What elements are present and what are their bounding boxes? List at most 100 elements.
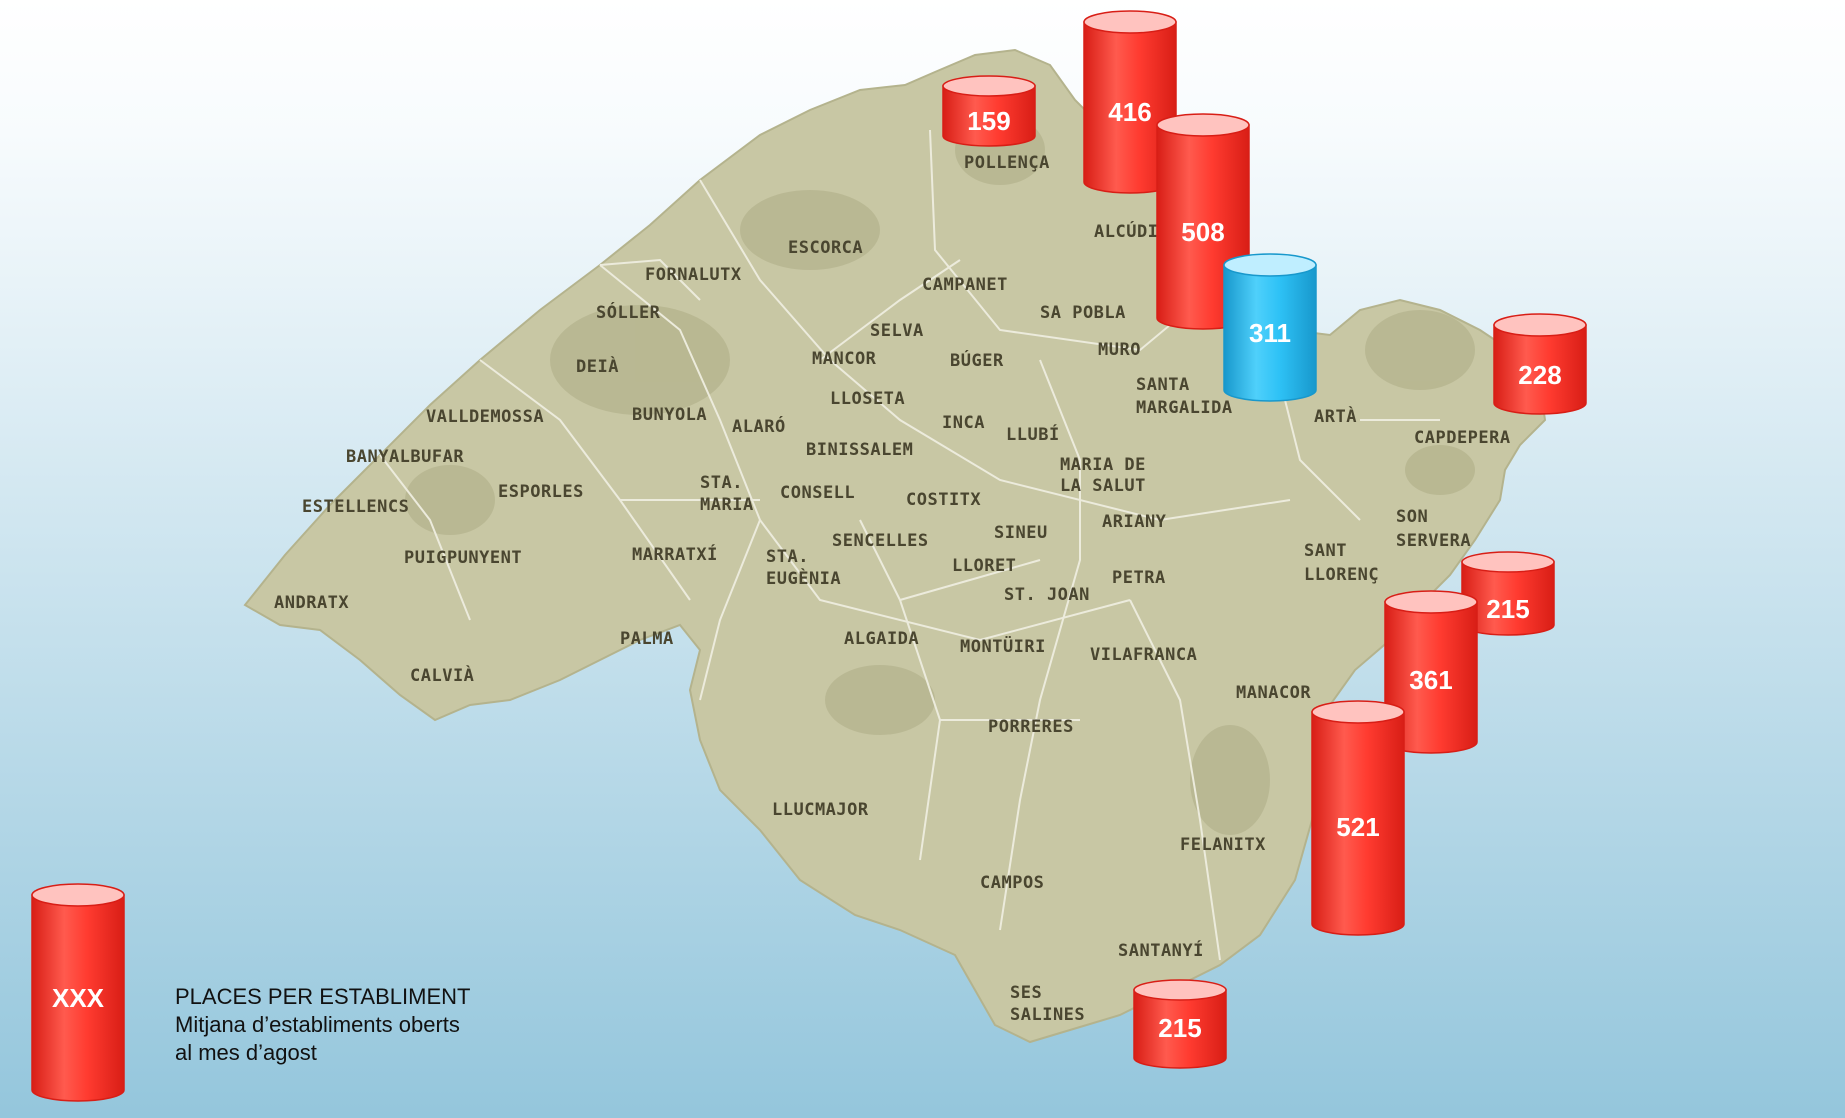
cylinder-marker-8-value: 521 (1336, 812, 1379, 842)
label-selva: SELVA (870, 321, 924, 341)
label-servera: SERVERA (1396, 531, 1471, 551)
cylinder-marker-8-body (1311, 711, 1405, 936)
legend-title: PLACES PER ESTABLIMENT (175, 984, 471, 1009)
label-st-joan: ST. JOAN (1004, 585, 1090, 605)
label-lloret: LLORET (952, 556, 1016, 576)
label-marratxi: MARRATXÍ (632, 543, 718, 565)
cylinder-marker-6-value: 215 (1486, 594, 1529, 624)
cylinder-marker-1: 416 (1083, 10, 1177, 194)
label-bunyola: BUNYOLA (632, 405, 707, 425)
label-salines: SALINES (1010, 1005, 1085, 1025)
cylinder-marker-4-value: 311 (1249, 318, 1291, 348)
label-llorenc: LLORENÇ (1304, 565, 1379, 585)
legend-line-1: Mitjana d’establiments oberts (175, 1012, 460, 1037)
label-santanyi: SANTANYÍ (1118, 939, 1204, 961)
label-alaro: ALARÓ (732, 415, 786, 437)
label-buger: BÚGER (950, 349, 1004, 371)
label-ariany: ARIANY (1102, 512, 1167, 532)
legend-cylinder-top (31, 883, 125, 907)
label-soller: SÓLLER (596, 301, 661, 323)
label-sineu: SINEU (994, 523, 1048, 543)
cylinder-marker-2-body (942, 85, 1036, 147)
cylinder-marker-6-top (1461, 551, 1555, 573)
label-sta-eugenia-1: STA. (766, 547, 809, 567)
label-alcudia: ALCÚDIA (1094, 220, 1169, 242)
label-palma: PALMA (620, 629, 674, 649)
cylinder-marker-4: 311 (1223, 253, 1317, 402)
label-pollenca: POLLENÇA (964, 153, 1050, 173)
cylinder-marker-4-body (1223, 264, 1317, 402)
legend-text: PLACES PER ESTABLIMENT Mitjana d’establi… (175, 983, 470, 1067)
cylinder-marker-5-value: 228 (1518, 360, 1561, 390)
label-deia: DEIÀ (576, 355, 619, 377)
legend-cylinder-body (31, 894, 125, 1102)
cylinder-marker-3-value: 508 (1181, 217, 1224, 247)
label-estellencs: ESTELLENCS (302, 497, 409, 517)
label-consell: CONSELL (780, 483, 855, 503)
label-son: SON (1396, 507, 1428, 527)
label-margalida: MARGALIDA (1136, 398, 1233, 418)
label-llucmajor: LLUCMAJOR (772, 800, 869, 820)
terrain-shading (405, 115, 1475, 835)
cylinder-marker-9-top (1133, 979, 1227, 1001)
label-porreres: PORRERES (988, 717, 1074, 737)
label-la-salut: LA SALUT (1060, 476, 1146, 496)
label-sa-pobla: SA POBLA (1040, 303, 1126, 323)
cylinder-marker-8-top (1311, 700, 1405, 724)
label-banyalbufar: BANYALBUFAR (346, 447, 464, 467)
label-ses: SES (1010, 983, 1042, 1003)
cylinder-marker-9-body (1133, 989, 1227, 1069)
cylinder-marker-7: 361 (1384, 590, 1478, 754)
legend-line-2: al mes d’agost (175, 1040, 317, 1065)
label-esporles: ESPORLES (498, 482, 584, 502)
label-muro: MURO (1098, 340, 1141, 360)
label-llubi: LLUBÍ (1006, 423, 1060, 445)
label-inca: INCA (942, 413, 985, 433)
label-puigpunyent: PUIGPUNYENT (404, 548, 522, 568)
label-campanet: CAMPANET (922, 275, 1008, 295)
cylinder-marker-9: 215 (1133, 979, 1227, 1069)
label-campos: CAMPOS (980, 873, 1044, 893)
cylinder-marker-2-top (942, 75, 1036, 97)
label-capdepera: CAPDEPERA (1414, 428, 1511, 448)
cylinder-marker-4-top (1223, 253, 1317, 277)
cylinder-marker-5-body (1493, 324, 1587, 415)
legend-cylinder-value: XXX (52, 983, 105, 1013)
cylinder-marker-8: 521 (1311, 700, 1405, 936)
label-sta-maria-2: MARIA (700, 495, 754, 515)
label-algaida: ALGAIDA (844, 629, 919, 649)
label-costitx: COSTITX (906, 490, 981, 510)
label-calvia: CALVIÀ (410, 664, 474, 686)
cylinder-marker-6: 215 (1461, 551, 1555, 636)
cylinder-marker-2: 159 (942, 75, 1036, 147)
cylinder-marker-2-value: 159 (967, 106, 1010, 136)
cylinder-marker-1-top (1083, 10, 1177, 34)
label-valldemossa: VALLDEMOSSA (426, 407, 544, 427)
cylinder-marker-3-top (1156, 113, 1250, 137)
label-binissalem: BINISSALEM (806, 440, 913, 460)
legend-cylinder: XXX (31, 883, 125, 1102)
label-andratx: ANDRATX (274, 593, 349, 613)
label-montuiri: MONTÜIRI (960, 635, 1046, 657)
cylinder-marker-7-value: 361 (1409, 665, 1452, 695)
label-sta-eugenia-2: EUGÈNIA (766, 567, 841, 589)
cylinder-markers: 416 159 508 311 228 215 361 521 215 (942, 10, 1587, 1069)
cylinder-marker-5-top (1493, 313, 1587, 337)
label-mancor: MANCOR (812, 349, 877, 369)
cylinder-marker-5: 228 (1493, 313, 1587, 415)
label-petra: PETRA (1112, 568, 1166, 588)
municipality-borders (379, 129, 1440, 961)
legend-sample-cylinder: XXX (31, 883, 125, 1102)
cylinder-marker-9-value: 215 (1158, 1013, 1201, 1043)
cylinder-marker-7-top (1384, 590, 1478, 614)
label-felanitx: FELANITX (1180, 835, 1266, 855)
municipality-labels: POLLENÇA ALCÚDIA ESCORCA FORNALUTX CAMPA… (274, 153, 1511, 1025)
label-escorca: ESCORCA (788, 238, 863, 258)
label-arta: ARTÀ (1314, 405, 1357, 427)
label-sant: SANT (1304, 541, 1347, 561)
cylinder-marker-1-value: 416 (1108, 97, 1151, 127)
label-fornalutx: FORNALUTX (645, 265, 742, 285)
label-manacor: MANACOR (1236, 683, 1311, 703)
